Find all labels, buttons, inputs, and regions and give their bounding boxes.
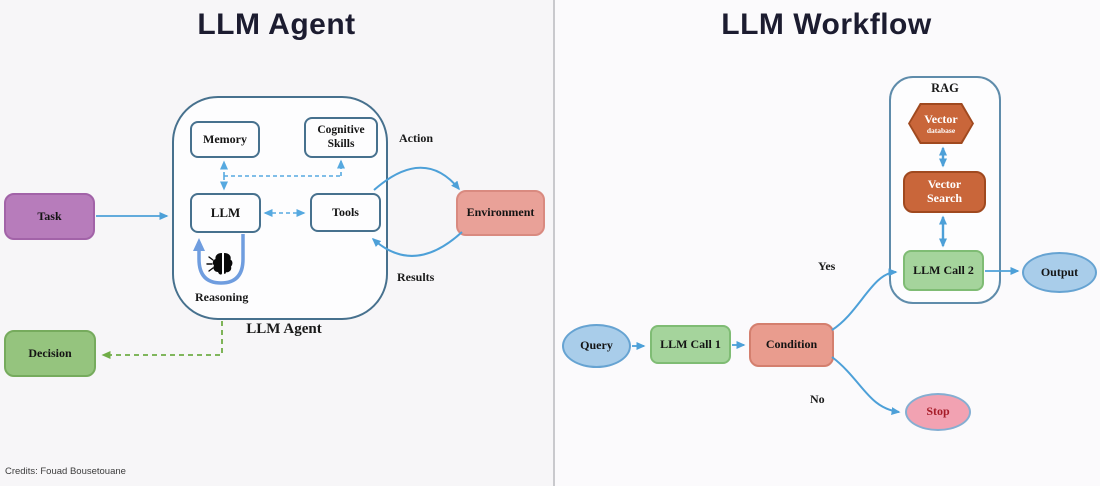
condition-node: Condition bbox=[749, 323, 834, 367]
vector-database-line2: database bbox=[926, 126, 956, 135]
vector-search-node: Vector Search bbox=[903, 171, 986, 213]
yes-label: Yes bbox=[818, 259, 836, 273]
reasoning-label: Reasoning bbox=[195, 290, 249, 304]
vector-database-line1: Vector bbox=[924, 112, 958, 126]
vector-database-node: Vector database bbox=[908, 103, 974, 144]
credits-text: Credits: Fouad Bousetouane bbox=[5, 466, 126, 477]
tools-node: Tools bbox=[310, 193, 381, 232]
output-node: Output bbox=[1022, 252, 1097, 293]
left-title: LLM Agent bbox=[197, 8, 356, 41]
memory-node: Memory bbox=[190, 121, 260, 158]
query-node: Query bbox=[562, 324, 631, 368]
cognitive-skills-node: Cognitive Skills bbox=[304, 117, 378, 158]
vector-database-body: Vector database bbox=[910, 105, 972, 142]
action-label: Action bbox=[399, 131, 433, 145]
results-label: Results bbox=[397, 270, 435, 284]
llm-node: LLM bbox=[190, 193, 261, 233]
right-title: LLM Workflow bbox=[721, 8, 932, 41]
llm-call-2-node: LLM Call 2 bbox=[903, 250, 984, 291]
panel-divider bbox=[553, 0, 555, 486]
environment-node: Environment bbox=[456, 190, 545, 236]
decision-node: Decision bbox=[4, 330, 96, 377]
right-panel bbox=[553, 0, 1100, 486]
task-node: Task bbox=[4, 193, 95, 240]
no-label: No bbox=[810, 392, 825, 406]
llm-call-1-node: LLM Call 1 bbox=[650, 325, 731, 364]
stop-node: Stop bbox=[905, 393, 971, 431]
rag-label: RAG bbox=[931, 81, 959, 95]
llm-agent-label: LLM Agent bbox=[246, 321, 322, 337]
